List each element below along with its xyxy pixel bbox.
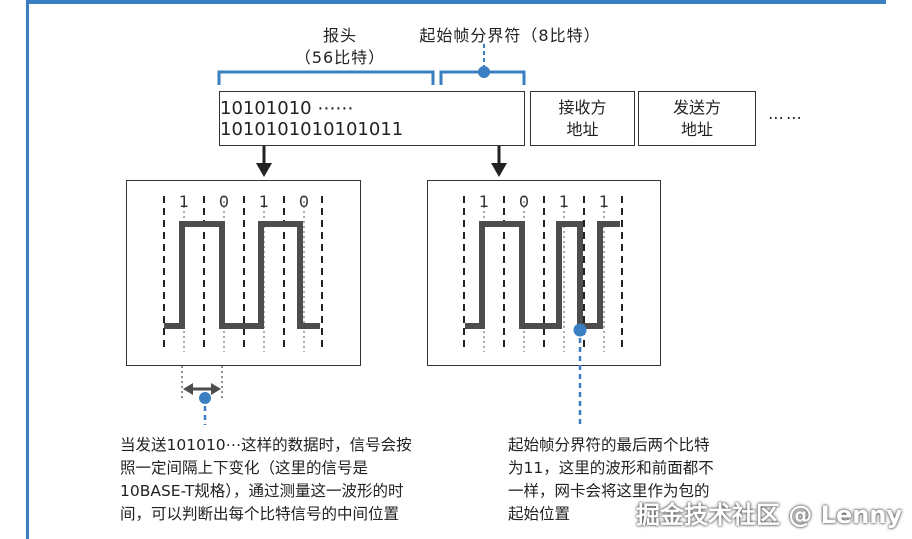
left-bit-label: 1 <box>259 192 269 211</box>
left-note-line: 照一定间隔上下变化（这里的信号是 <box>120 459 369 477</box>
left-note: 当发送101010⋯这样的数据时，信号会按 照一定间隔上下变化（这里的信号是 1… <box>120 434 480 526</box>
right-note-line: 起始位置 <box>508 505 571 523</box>
measure-marker-dot <box>199 392 211 404</box>
source-address-line1: 发送方 <box>672 97 721 117</box>
sfd-marker-dot <box>478 66 490 78</box>
left-note-line: 当发送101010⋯这样的数据时，信号会按 <box>120 436 412 454</box>
left-bit-label: 0 <box>219 192 229 211</box>
preamble-field: 10101010 ⋯⋯ 1010101010101011 <box>219 91 525 146</box>
arrow-down-left <box>256 146 272 177</box>
measure-double-arrow <box>183 383 221 395</box>
watermark: 掘金技术社区 @ Lenny <box>636 501 903 529</box>
left-bit-label: 0 <box>299 192 309 211</box>
right-note-line: 为11，这里的波形和前面都不 <box>508 459 714 477</box>
destination-address-field: 接收方 地址 <box>530 91 635 146</box>
sfd-label: 起始帧分界符（8比特） <box>419 26 601 45</box>
preamble-bits-text: 10101010 ⋯⋯ 1010101010101011 <box>220 97 404 140</box>
left-note-line: 10BASE-T规格），通过测量这一波形的时 <box>120 482 404 500</box>
right-bit-label: 1 <box>559 192 569 211</box>
trailing-dots: ⋯⋯ <box>768 108 804 127</box>
left-bit-label: 1 <box>179 192 189 211</box>
source-address-field: 发送方 地址 <box>638 91 756 146</box>
left-square-wave <box>164 221 320 329</box>
right-bit-label: 0 <box>519 192 529 211</box>
right-note-line: 一样，网卡会将这里作为包的 <box>508 482 710 500</box>
header-bracket <box>217 70 526 85</box>
destination-address-line1: 接收方 <box>558 97 607 117</box>
right-wave-marker-dot <box>573 323 587 337</box>
right-bit-label: 1 <box>599 192 609 211</box>
arrow-down-right <box>491 146 507 177</box>
frame-left-border <box>26 0 29 539</box>
header-label: 报头 <box>322 26 357 45</box>
right-note: 起始帧分界符的最后两个比特 为11，这里的波形和前面都不 一样，网卡会将这里作为… <box>508 434 768 526</box>
right-note-line: 起始帧分界符的最后两个比特 <box>508 436 710 454</box>
destination-address-line2: 地址 <box>566 119 599 139</box>
right-bit-label: 1 <box>479 192 489 211</box>
right-square-wave <box>465 221 620 329</box>
header-bits-label: （56比特） <box>294 48 386 67</box>
source-address-line2: 地址 <box>680 119 713 139</box>
left-note-line: 间，可以判断出每个比特信号的中间位置 <box>120 505 400 523</box>
frame-top-border <box>26 0 886 4</box>
